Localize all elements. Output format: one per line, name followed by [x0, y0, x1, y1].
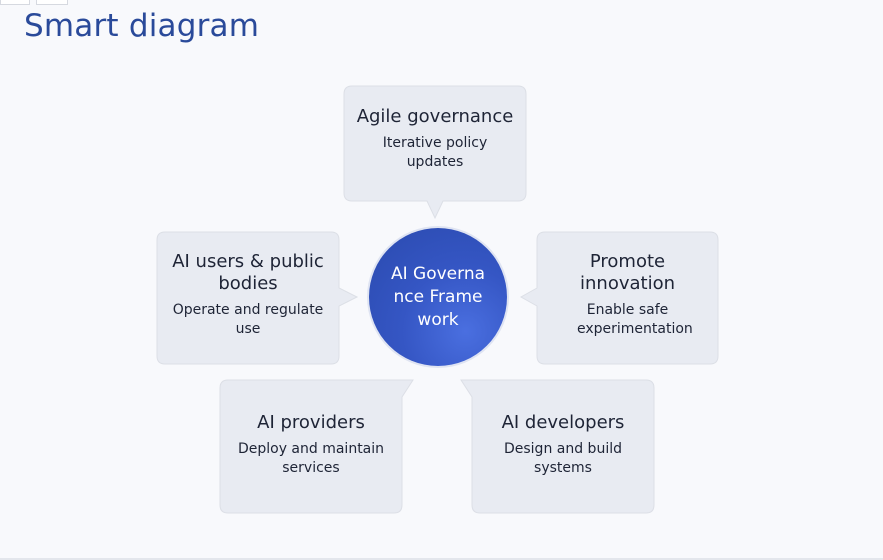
node-left-desc: Operate and regulate use: [172, 302, 324, 337]
node-top-title: Agile governance: [356, 106, 514, 127]
node-left: AI users & public bodies Operate and reg…: [157, 251, 339, 339]
node-right-title: Promote innovation: [580, 251, 675, 294]
node-bottom-left: AI providers Deploy and maintain service…: [220, 412, 402, 478]
node-bottom-right: AI developers Design and build systems: [472, 412, 654, 478]
node-bottom-right-title: AI developers: [501, 412, 625, 433]
center-node-label: AI Governance Framework: [390, 263, 486, 330]
top-tab-left: [0, 0, 30, 5]
page-title: Smart diagram: [24, 8, 260, 44]
center-node: AI Governance Framework: [369, 228, 507, 366]
node-left-title: AI users & public bodies: [172, 251, 324, 294]
bubble-shape-bottom-left: [219, 379, 414, 514]
bubble-shape-left: [156, 231, 359, 365]
bubble-shape-bottom-right: [460, 379, 655, 514]
bubble-shape-top: [343, 85, 527, 220]
node-bottom-left-desc: Deploy and maintain services: [237, 441, 385, 476]
node-bottom-right-desc: Design and build systems: [503, 441, 622, 476]
top-tab-right: [36, 0, 68, 5]
node-right-desc: Enable safe experimentation: [577, 302, 693, 337]
node-top-desc: Iterative policy updates: [382, 135, 488, 170]
bottom-divider: [0, 558, 883, 560]
node-top: Agile governance Iterative policy update…: [344, 106, 526, 172]
bubble-shape-right: [519, 231, 719, 365]
node-right: Promote innovation Enable safe experimen…: [537, 251, 718, 339]
node-bottom-left-title: AI providers: [257, 412, 365, 433]
